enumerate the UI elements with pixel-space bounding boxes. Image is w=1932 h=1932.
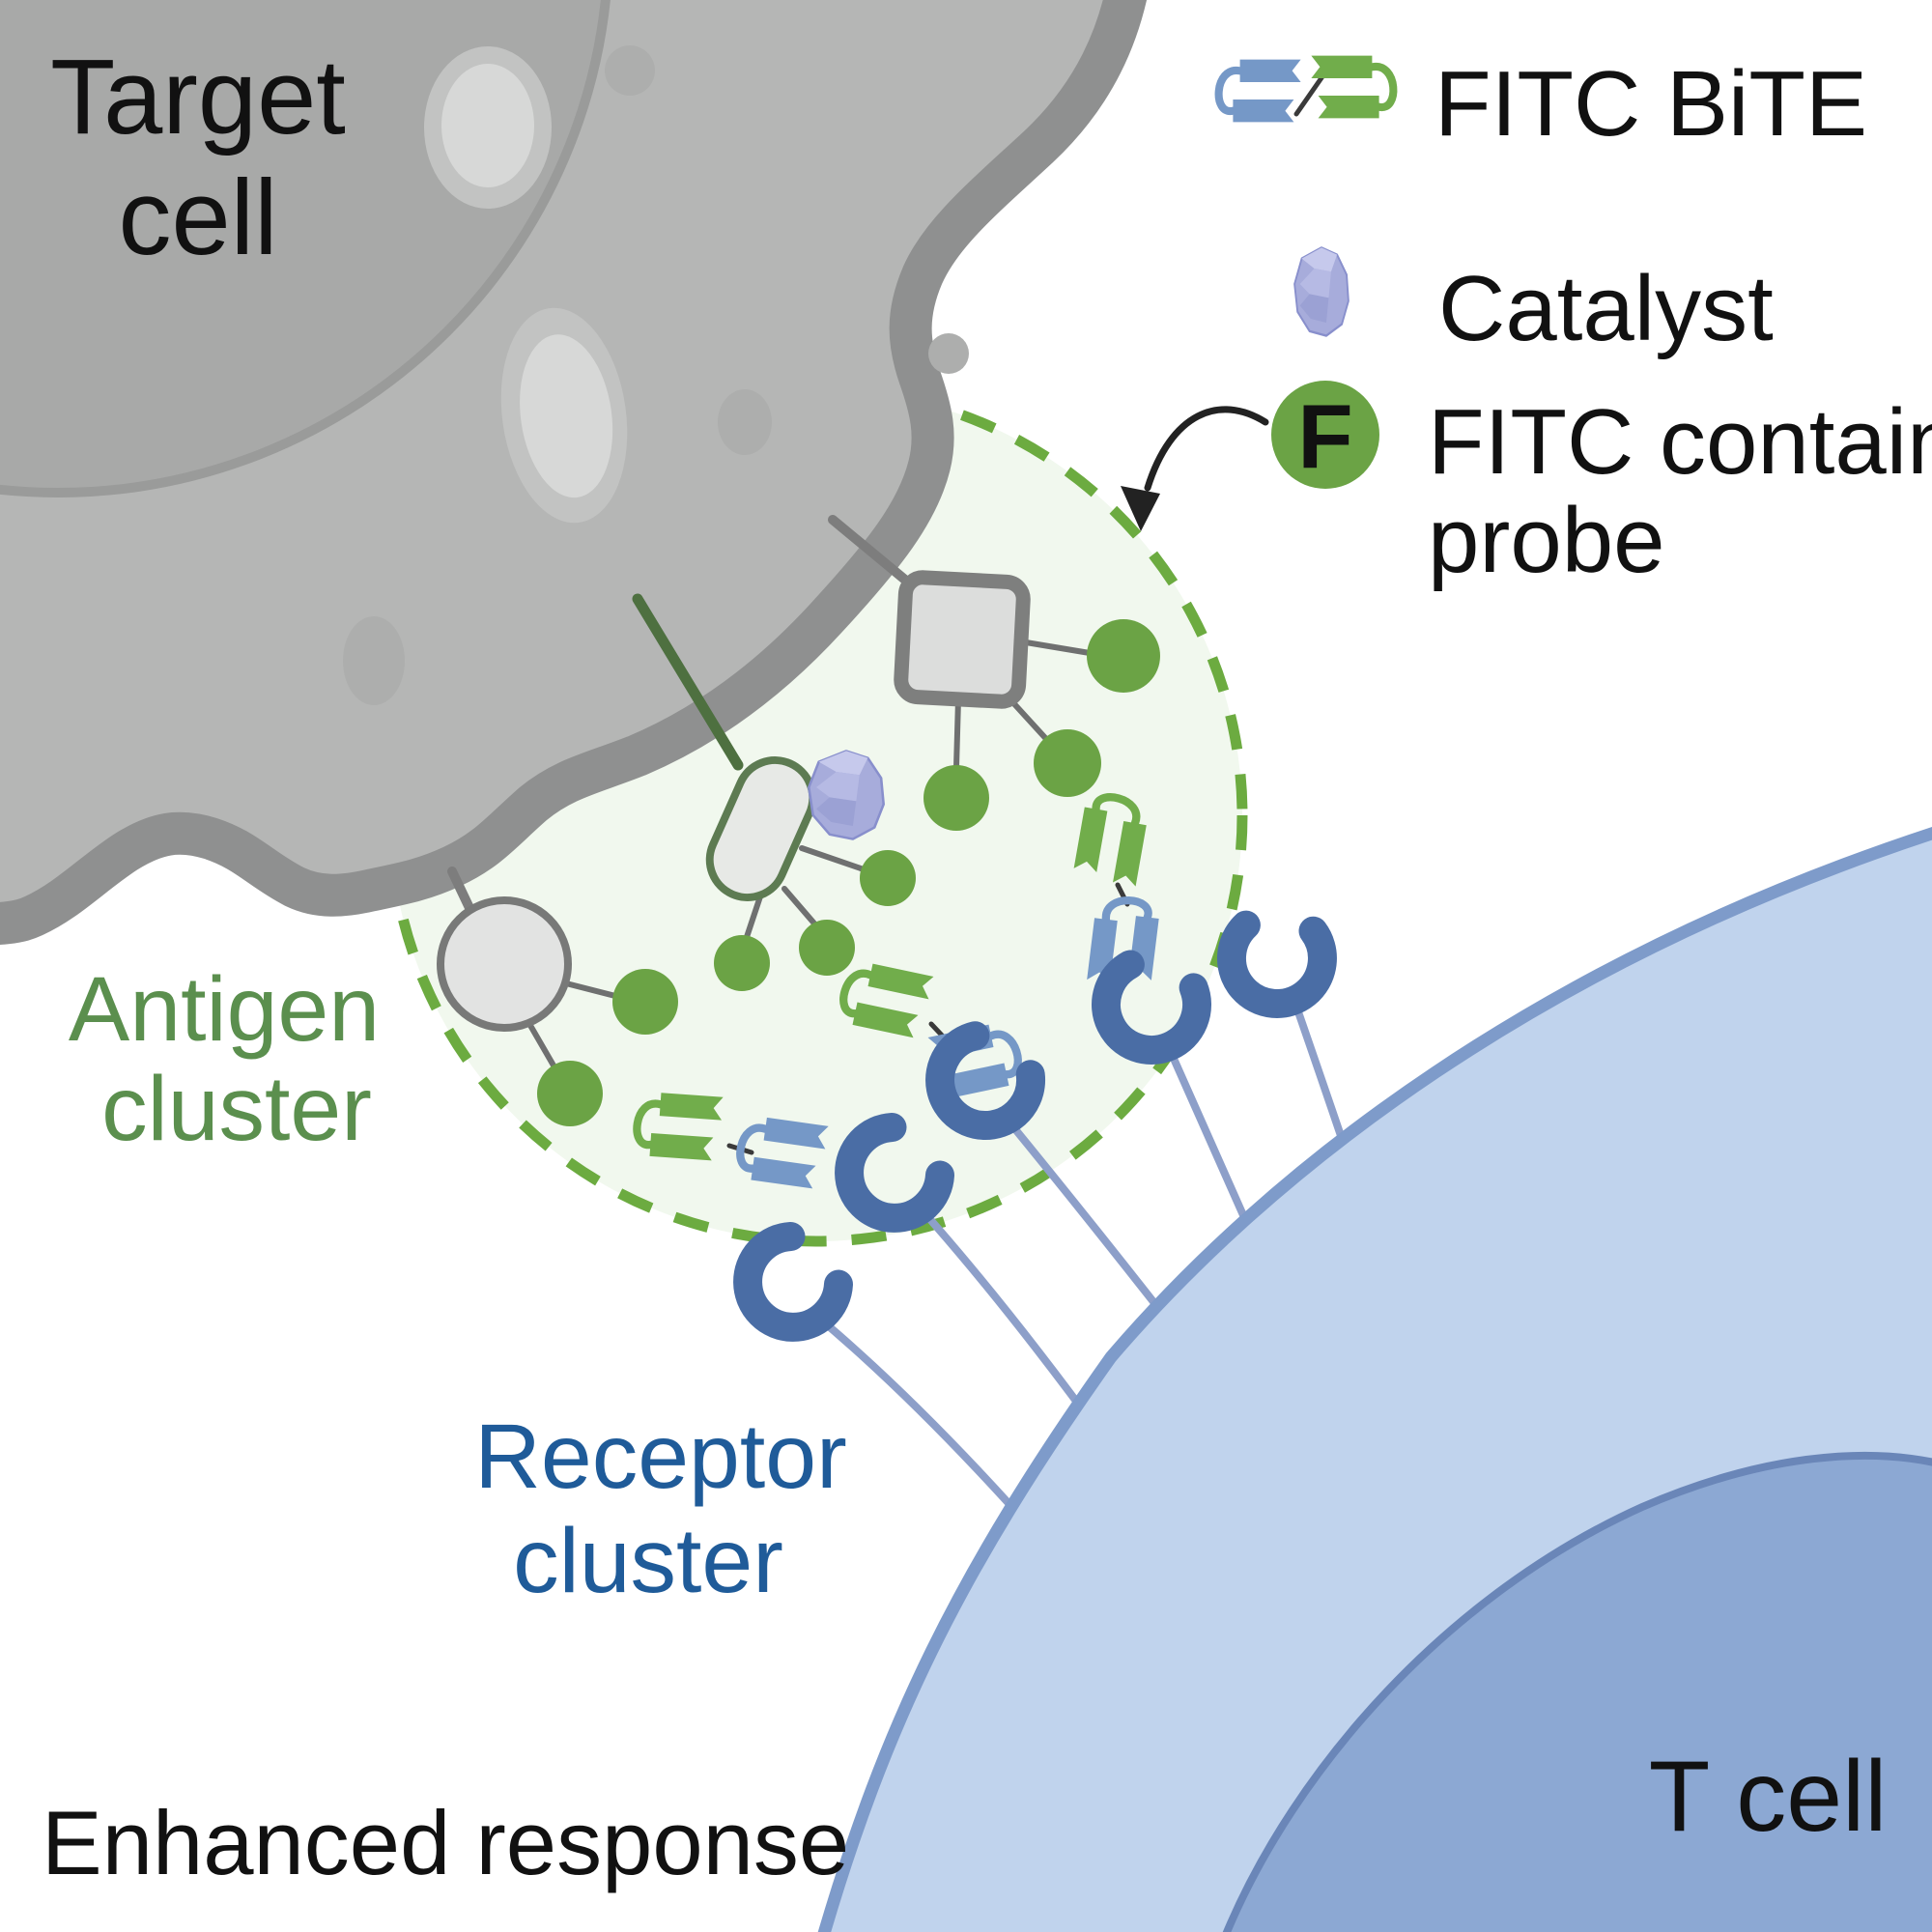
vesicle [500, 307, 628, 524]
fitc-probe [860, 850, 916, 906]
antigen-stem [632, 593, 744, 771]
target-cell-label-line1: Target [50, 38, 346, 156]
bite-green-icon [1311, 56, 1393, 119]
cell-spot [343, 616, 405, 705]
antigen-circle [437, 896, 572, 1032]
t-cell [817, 826, 1932, 1932]
bite-blue-icon [1219, 60, 1301, 123]
fitc-probe [612, 969, 678, 1035]
fitc-probe [799, 920, 855, 976]
receptor-crescent [925, 1021, 1046, 1140]
antigen-square [894, 570, 1031, 709]
legend-label-fitc-bite: FITC BiTE [1435, 52, 1867, 156]
cell-spot [718, 389, 772, 455]
receptor-crescent [1092, 950, 1211, 1065]
antigen-stem [828, 515, 917, 590]
vesicle [424, 46, 552, 209]
antigens [437, 570, 1031, 1032]
labels: Target cell Antigen cluster Receptor clu… [42, 38, 1887, 1893]
receptors [733, 910, 1337, 1342]
pointer-arrow [1144, 406, 1269, 492]
fitc-probe [537, 1061, 603, 1126]
fitc-probe [1034, 729, 1101, 797]
receptor-crescent [835, 1113, 954, 1233]
antigen-cluster-label-line2: cluster [101, 1058, 372, 1160]
receptor-crescent [1216, 910, 1337, 1018]
target-cell [0, 0, 1148, 945]
antigen-pill [705, 756, 817, 901]
fitc-probe [923, 765, 989, 831]
legend: FITC BiTE Catalyst F FITC containing pro… [1121, 52, 1932, 592]
legend-label-fitc-probe-line1: FITC containing [1428, 390, 1932, 494]
antigen-cluster-label-line1: Antigen [69, 958, 380, 1061]
receptor-cluster-label-line1: Receptor [474, 1406, 846, 1508]
probe-connectors [526, 639, 1093, 1068]
receptor-crescent [733, 1222, 853, 1342]
receptor-stalk [812, 1312, 1037, 1535]
cell-spot [605, 45, 655, 96]
receptor-cluster-label-line2: cluster [513, 1510, 783, 1612]
legend-label-fitc-probe-line2: probe [1428, 489, 1665, 592]
t-cell-nucleus [1222, 1451, 1932, 1932]
fitc-probe-icon [1271, 381, 1379, 489]
fitc-probe-letter: F [1297, 385, 1352, 487]
fitc-probes [537, 619, 1160, 1126]
enhanced-response-label: Enhanced response [42, 1792, 849, 1893]
fitc-probe [714, 935, 770, 991]
pointer-arrowhead [1121, 486, 1160, 531]
target-cell-label-line2: cell [118, 158, 277, 277]
cell-spot [928, 333, 969, 374]
legend-label-catalyst: Catalyst [1438, 257, 1774, 360]
catalyst-icon [1293, 246, 1350, 337]
fitc-probe [1087, 619, 1160, 693]
t-cell-label: T cell [1649, 1741, 1888, 1853]
fitc-bite-icon [1219, 56, 1394, 123]
